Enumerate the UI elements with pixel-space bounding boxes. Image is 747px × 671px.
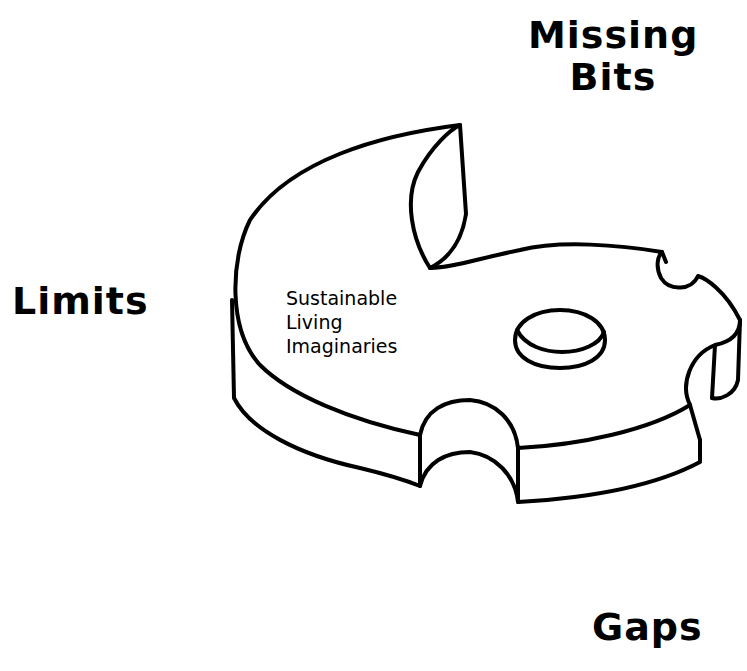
outline-stroke: [712, 345, 715, 398]
outline-stroke: [690, 405, 700, 440]
puzzle-disc: Sustainable Living Imaginaries: [226, 118, 746, 518]
outline-stroke: [662, 252, 666, 262]
outline-stroke: [418, 435, 422, 486]
outline-stroke: [516, 448, 520, 502]
outline-stroke: [235, 125, 740, 448]
outline-stroke: [430, 125, 466, 268]
hand-label: Missing Bits: [528, 14, 698, 98]
hand-label: Limits: [12, 280, 182, 322]
outline-stroke: [515, 310, 605, 368]
outline-stroke: [517, 330, 604, 352]
hand-label: Gaps: [592, 606, 732, 648]
shape-text: Sustainable Living Imaginaries: [286, 286, 426, 358]
